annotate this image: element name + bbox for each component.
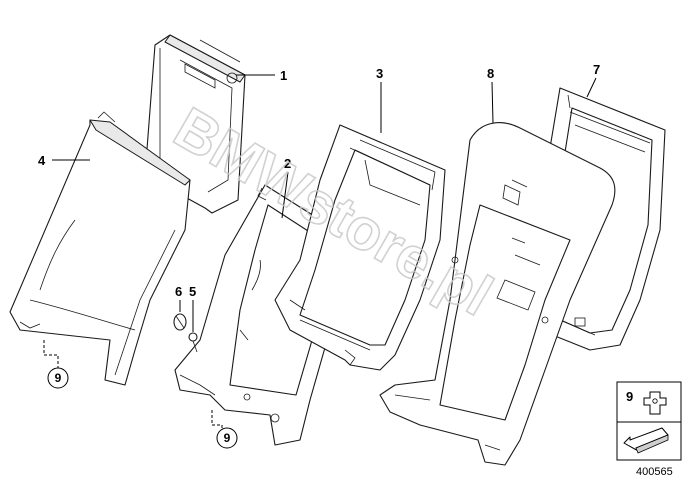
- leader-2: [281, 171, 289, 219]
- legend-item-label: 9: [626, 389, 633, 404]
- label-part-1: 1: [280, 68, 287, 83]
- label-part-2: 2: [284, 156, 291, 171]
- clip-icon: [643, 391, 667, 415]
- label-part-4: 4: [38, 153, 46, 168]
- part-5-screw: [188, 332, 198, 353]
- leader-9-bottom: [211, 410, 223, 430]
- legend-box: 9: [616, 381, 682, 461]
- part-4-side-cover: [9, 111, 191, 386]
- part-3-backrest-frame: [274, 124, 446, 371]
- svg-text:9: 9: [55, 371, 62, 385]
- leader-8: [491, 81, 494, 124]
- label-part-3: 3: [376, 66, 383, 81]
- callout-9-bottom: 9: [216, 427, 238, 449]
- leader-7: [586, 77, 597, 98]
- callout-9-left: 9: [47, 367, 69, 389]
- part-8-backrest-cover: [379, 122, 616, 466]
- label-part-6: 6: [175, 284, 182, 299]
- label-part-8: 8: [487, 66, 494, 81]
- direction-arrow-icon: [623, 427, 669, 454]
- svg-text:9: 9: [224, 431, 231, 445]
- label-part-7: 7: [593, 62, 600, 77]
- part-6-clip: [173, 313, 187, 331]
- leader-9-left: [43, 340, 59, 368]
- label-part-5: 5: [189, 284, 196, 299]
- drawing-code: 400565: [636, 466, 673, 478]
